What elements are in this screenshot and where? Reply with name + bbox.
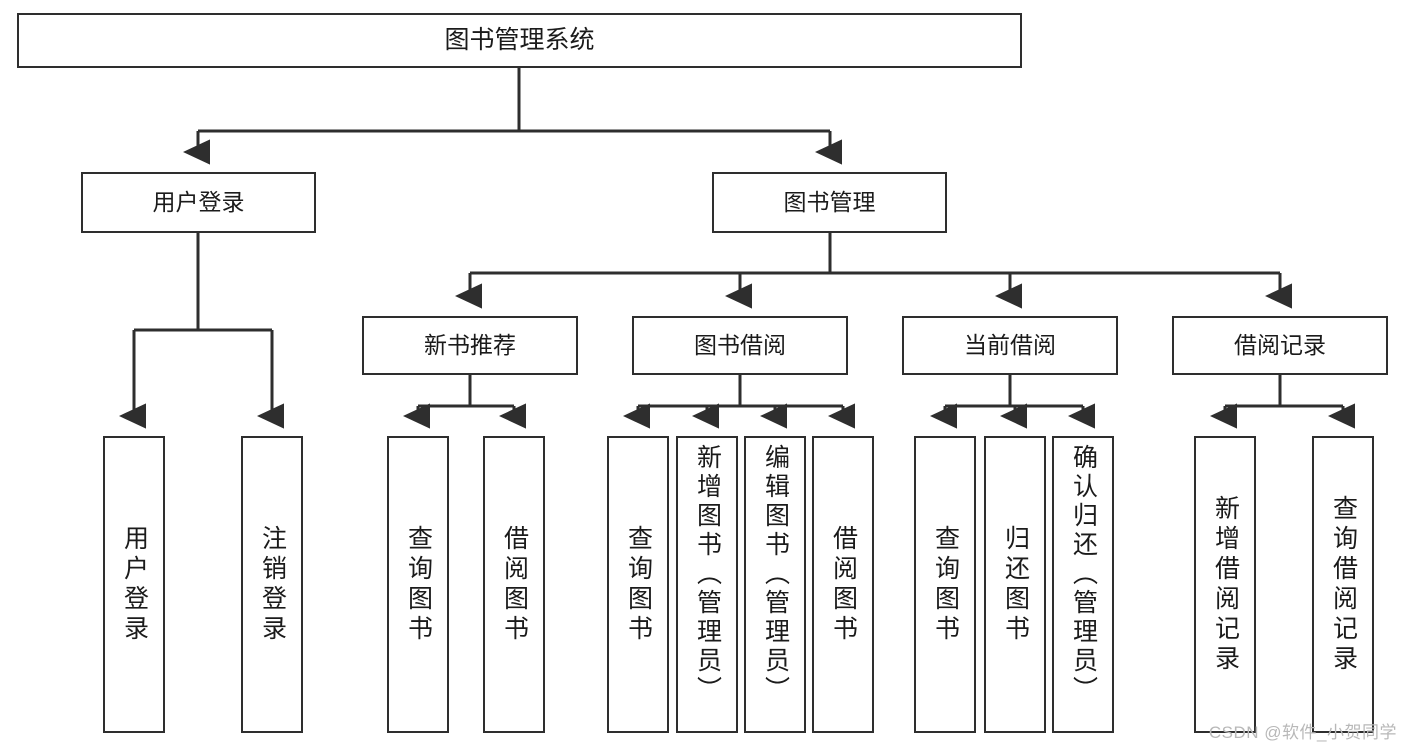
node-leaf-confirm-return-admin[interactable]: 确认归还（管理员） [1052,436,1114,733]
node-borrow-record[interactable]: 借阅记录 [1172,316,1388,375]
node-book-management[interactable]: 图书管理 [712,172,947,233]
node-label: 借阅图书 [829,524,858,645]
node-label: 图书管理 [783,188,876,215]
node-label: 借阅图书 [500,524,529,645]
node-leaf-add-borrow-record[interactable]: 新增借阅记录 [1194,436,1256,733]
node-leaf-query-borrow-record[interactable]: 查询借阅记录 [1312,436,1374,733]
node-leaf-return-book[interactable]: 归还图书 [984,436,1046,733]
node-new-book-recommend[interactable]: 新书推荐 [362,316,578,375]
node-label: 新增借阅记录 [1211,494,1240,675]
node-label: 用户登录 [152,188,245,215]
node-user-login[interactable]: 用户登录 [81,172,316,233]
node-book-borrow[interactable]: 图书借阅 [632,316,848,375]
node-label: 查询借阅记录 [1329,494,1358,675]
node-leaf-logout[interactable]: 注销登录 [241,436,303,733]
node-leaf-add-book-admin[interactable]: 新增图书（管理员） [676,436,738,733]
node-label: 新增图书（管理员） [693,444,722,705]
node-label: 确认归还（管理员） [1069,444,1098,705]
node-label: 图书借阅 [694,331,786,358]
node-leaf-user-login[interactable]: 用户登录 [103,436,165,733]
node-label: 借阅记录 [1234,331,1326,358]
node-label: 用户登录 [120,524,149,645]
node-label: 当前借阅 [964,331,1056,358]
node-label: 归还图书 [1001,524,1030,645]
node-label: 注销登录 [258,524,287,645]
node-root-system[interactable]: 图书管理系统 [17,13,1022,68]
node-leaf-new-borrow-book[interactable]: 借阅图书 [483,436,545,733]
node-label: 图书管理系统 [444,25,595,54]
node-label: 查询图书 [624,524,653,645]
node-leaf-new-query-book[interactable]: 查询图书 [387,436,449,733]
node-leaf-borrow-query-book[interactable]: 查询图书 [607,436,669,733]
node-leaf-edit-book-admin[interactable]: 编辑图书（管理员） [744,436,806,733]
node-leaf-current-query-book[interactable]: 查询图书 [914,436,976,733]
node-label: 编辑图书（管理员） [761,444,790,705]
node-leaf-borrow-book[interactable]: 借阅图书 [812,436,874,733]
node-current-borrow[interactable]: 当前借阅 [902,316,1118,375]
node-label: 查询图书 [404,524,433,645]
node-label: 查询图书 [931,524,960,645]
node-label: 新书推荐 [424,331,516,358]
